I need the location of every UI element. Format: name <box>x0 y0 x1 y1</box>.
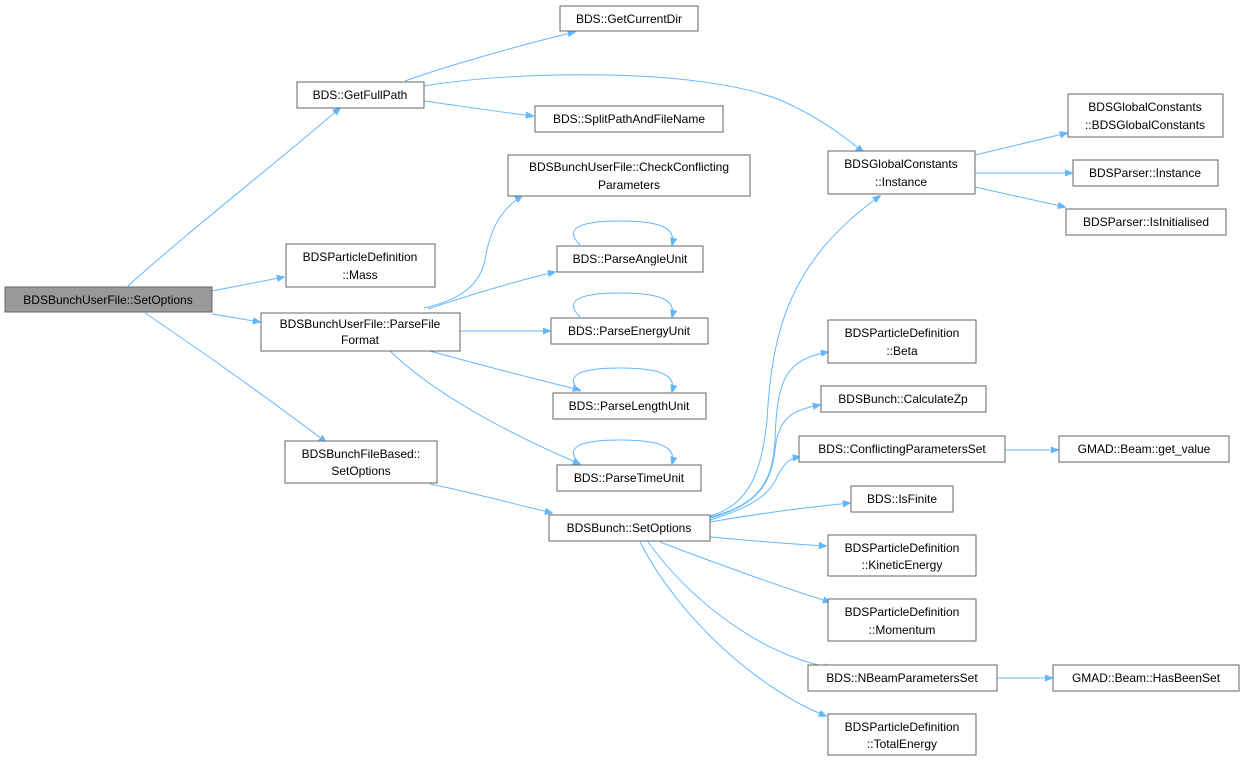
edge-root-mass <box>211 277 284 292</box>
edge-globalinstance-parserisinit <box>974 186 1065 207</box>
edge-bunchset-calczp <box>709 405 820 519</box>
node-label: BDSBunch::SetOptions <box>567 521 692 535</box>
node-parse-angle-unit[interactable]: BDS::ParseAngleUnit <box>556 245 704 273</box>
node-label: BDSBunchUserFile::CheckConflicting <box>529 160 729 174</box>
edge-bunchset-kinetic <box>691 534 826 546</box>
node-get-full-path[interactable]: BDS::GetFullPath <box>296 81 425 109</box>
edge-bunchset-momentum <box>659 541 830 602</box>
edge-bunchset-beta <box>709 352 828 518</box>
node-label: BDS::SplitPathAndFileName <box>553 112 705 126</box>
node-calculate-zp[interactable]: BDSBunch::CalculateZp <box>820 385 987 413</box>
node-label: Format <box>341 333 380 347</box>
node-label: BDS::ParseTimeUnit <box>574 471 685 485</box>
node-label: BDS::NBeamParametersSet <box>826 671 978 685</box>
node-check-conflicting[interactable]: BDSBunchUserFile::CheckConflicting Param… <box>507 154 751 197</box>
node-get-current-dir[interactable]: BDS::GetCurrentDir <box>559 5 699 32</box>
node-n-beam-parameters-set[interactable]: BDS::NBeamParametersSet <box>807 664 998 692</box>
node-label: BDSParticleDefinition <box>845 541 960 555</box>
node-parse-time-unit[interactable]: BDS::ParseTimeUnit <box>556 464 702 492</box>
node-parser-instance[interactable]: BDSParser::Instance <box>1072 159 1219 187</box>
edge-getfullpath-globalinstance <box>423 74 863 152</box>
edge-root-filebased <box>144 312 326 442</box>
node-global-ctor[interactable]: BDSGlobalConstants ::BDSGlobalConstants <box>1067 93 1224 138</box>
node-label: SetOptions <box>331 464 390 478</box>
node-label: BDSParticleDefinition <box>845 605 960 619</box>
node-parse-file-format[interactable]: BDSBunchUserFile::ParseFile Format <box>260 312 461 352</box>
node-label: BDS::GetCurrentDir <box>576 12 682 26</box>
node-label: BDSBunchUserFile::SetOptions <box>23 293 192 307</box>
edge-globalinstance-globalctor <box>974 133 1067 156</box>
node-label: ::Mass <box>342 268 377 282</box>
node-label: BDSParser::IsInitialised <box>1083 215 1209 229</box>
edge-bunchset-isfinite <box>709 503 850 523</box>
node-label: BDS::ConflictingParametersSet <box>818 442 986 456</box>
node-label: BDSGlobalConstants <box>844 157 957 171</box>
node-label: BDSBunch::CalculateZp <box>838 392 968 406</box>
node-split-path[interactable]: BDS::SplitPathAndFileName <box>534 105 724 133</box>
node-label: GMAD::Beam::HasBeenSet <box>1072 671 1221 685</box>
edge-root-getfullpath <box>127 108 340 287</box>
edge-parseangle-self <box>573 220 672 245</box>
node-label: BDSParser::Instance <box>1089 166 1201 180</box>
node-label: Parameters <box>598 178 660 192</box>
node-conflicting-parameters-set[interactable]: BDS::ConflictingParametersSet <box>798 435 1006 463</box>
node-label: ::Momentum <box>869 623 936 637</box>
node-parse-length-unit[interactable]: BDS::ParseLengthUnit <box>552 392 707 420</box>
node-label: BDS::ParseAngleUnit <box>573 252 688 266</box>
node-is-finite[interactable]: BDS::IsFinite <box>850 485 954 513</box>
node-momentum[interactable]: BDSParticleDefinition ::Momentum <box>827 598 977 642</box>
node-label: BDSBunchFileBased:: <box>302 447 421 461</box>
edge-parsefileformat-checkconflict <box>423 196 522 309</box>
edge-bunchset-nbeam <box>647 541 832 668</box>
edge-filebased-bunchset <box>429 483 552 513</box>
edge-getfullpath-getcurrentdir <box>404 32 575 82</box>
node-mass[interactable]: BDSParticleDefinition ::Mass <box>285 243 436 288</box>
node-parser-is-initialised[interactable]: BDSParser::IsInitialised <box>1065 208 1227 236</box>
edge-parseenergy-self <box>573 292 672 317</box>
node-get-value[interactable]: GMAD::Beam::get_value <box>1058 435 1230 463</box>
node-file-based-set-options[interactable]: BDSBunchFileBased:: SetOptions <box>284 440 438 484</box>
node-label: GMAD::Beam::get_value <box>1078 442 1211 456</box>
node-bunch-set-options[interactable]: BDSBunch::SetOptions <box>548 514 711 542</box>
node-parse-energy-unit[interactable]: BDS::ParseEnergyUnit <box>550 317 709 345</box>
edge-bunchset-totalenergy <box>639 541 826 716</box>
edge-parsefileformat-parselength <box>425 349 580 390</box>
node-label: ::KineticEnergy <box>862 558 943 572</box>
edge-root-parsefileformat <box>211 313 260 322</box>
node-label: BDS::ParseEnergyUnit <box>568 324 691 338</box>
node-label: ::Instance <box>875 175 927 189</box>
edges <box>127 32 1072 716</box>
edge-bunchset-globalinstance <box>709 196 880 517</box>
node-label: BDSParticleDefinition <box>845 326 960 340</box>
edge-getfullpath-splitpath <box>423 100 533 116</box>
node-label: BDS::ParseLengthUnit <box>569 399 690 413</box>
node-label: BDSBunchUserFile::ParseFile <box>280 317 441 331</box>
node-label: BDS::IsFinite <box>867 492 937 506</box>
edge-bunchset-conflictset <box>709 457 800 521</box>
node-kinetic-energy[interactable]: BDSParticleDefinition ::KineticEnergy <box>827 534 977 577</box>
node-label: ::BDSGlobalConstants <box>1085 118 1205 132</box>
node-label: BDS::GetFullPath <box>313 88 408 102</box>
node-label: BDSParticleDefinition <box>845 720 960 734</box>
edge-parselength-self <box>573 367 672 392</box>
edge-parsefileformat-parsetime <box>389 350 580 464</box>
node-global-instance[interactable]: BDSGlobalConstants ::Instance <box>827 150 976 195</box>
edge-parsefileformat-parseangle <box>427 272 555 310</box>
node-total-energy[interactable]: BDSParticleDefinition ::TotalEnergy <box>827 713 977 756</box>
node-label: ::Beta <box>886 344 918 358</box>
node-beta[interactable]: BDSParticleDefinition ::Beta <box>827 319 977 364</box>
node-root[interactable]: BDSBunchUserFile::SetOptions <box>4 286 213 313</box>
edge-parsetime-self <box>573 439 672 464</box>
node-label: ::TotalEnergy <box>867 737 937 751</box>
node-has-been-set[interactable]: GMAD::Beam::HasBeenSet <box>1052 664 1240 692</box>
node-label: BDSParticleDefinition <box>303 250 418 264</box>
node-label: BDSGlobalConstants <box>1088 100 1201 114</box>
